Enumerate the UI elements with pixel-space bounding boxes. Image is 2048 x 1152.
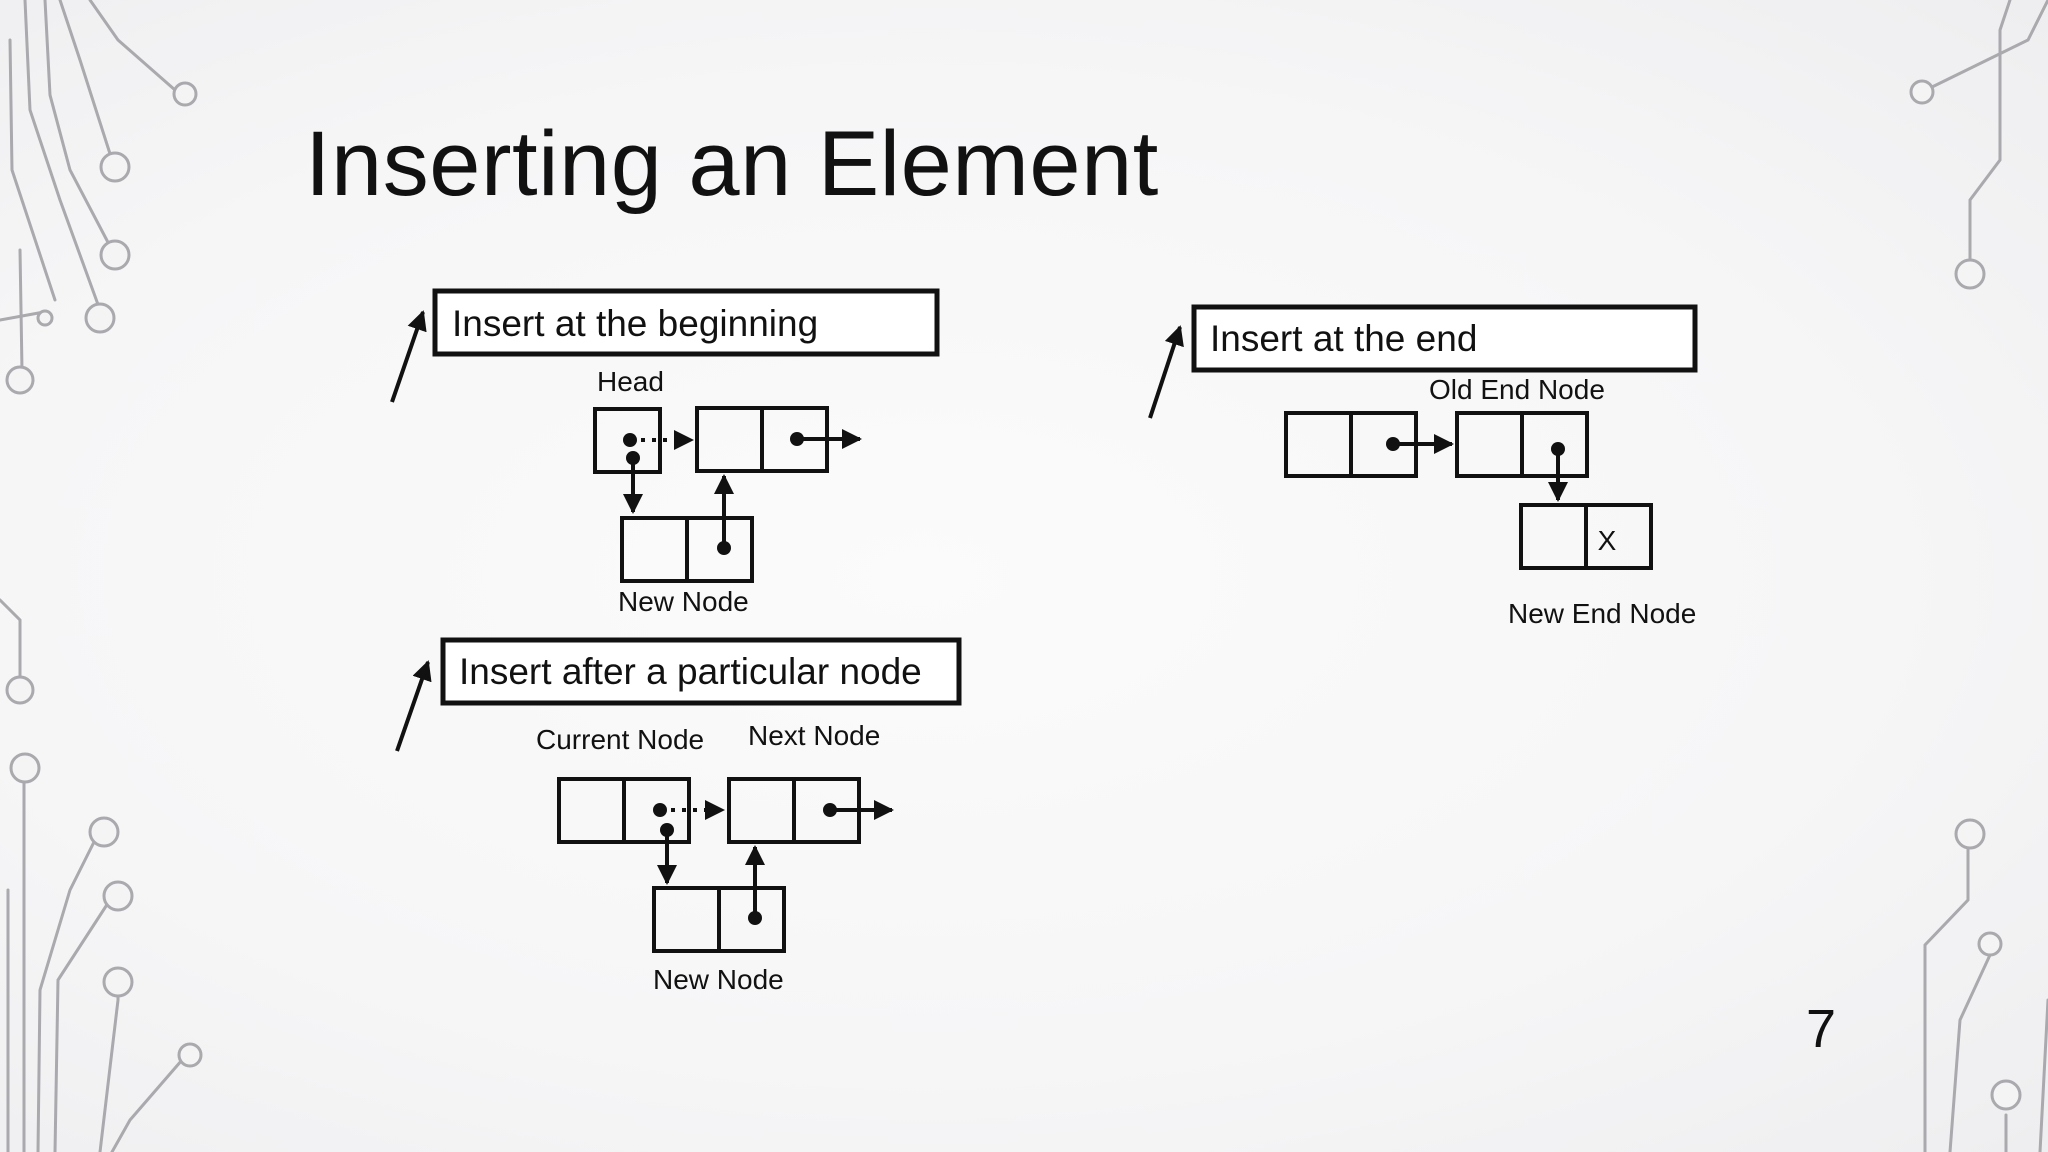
insert-beginning-diagram: Insert at the beginning Head New Node [390,288,940,617]
bullet-arrow [390,310,427,403]
current-node-data [557,777,626,844]
label-head: Head [597,366,664,397]
node-a-data [695,406,764,473]
slide-title: Inserting an Element [305,113,1159,215]
heading-text: Insert at the beginning [452,303,818,344]
new-end-pointer [1584,503,1653,570]
label-current-node: Current Node [536,724,704,755]
bullet-arrow [1148,325,1184,419]
label-new-node: New Node [653,964,784,995]
node-data [1284,411,1353,478]
null-marker: X [1598,525,1617,556]
head-node [593,407,662,474]
insert-end-diagram: Insert at the end Old End Node X New End… [1148,304,1698,629]
label-next-node: Next Node [748,720,880,751]
label-old-end-node: Old End Node [1429,374,1605,405]
heading-box [432,288,940,357]
old-end-pointer [1520,411,1589,478]
new-node-data [652,886,721,953]
new-node-pointer [685,516,754,583]
heading-box [1191,304,1698,373]
heading-text: Insert at the end [1210,318,1477,359]
new-node-data [620,516,689,583]
heading-text: Insert after a particular node [459,651,922,692]
heading-box [440,637,962,706]
insert-after-diagram: Insert after a particular node Current N… [395,637,962,995]
label-new-node: New Node [618,586,749,617]
old-end-data [1455,411,1524,478]
current-node-pointer [622,777,691,844]
bullet-arrow [395,660,432,752]
label-new-end-node: New End Node [1508,598,1696,629]
new-node-pointer [717,886,786,953]
next-node-data [727,777,796,844]
page-number: 7 [1806,999,1837,1059]
new-end-data [1519,503,1588,570]
